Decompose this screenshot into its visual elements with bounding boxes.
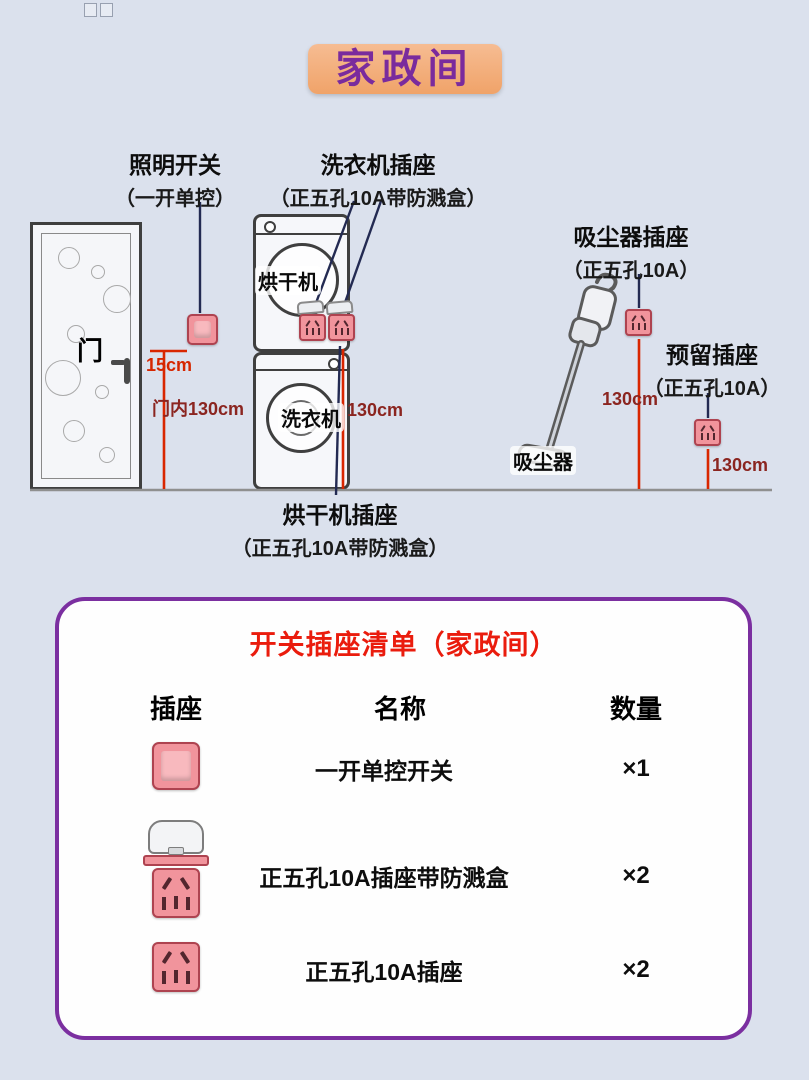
vacuum-socket-annotation: 吸尘器插座 （正五孔10A） bbox=[546, 218, 716, 283]
row-qty: ×2 bbox=[622, 862, 650, 889]
dryer-socket-annotation: 烘干机插座 （正五孔10A带防溅盒） bbox=[205, 496, 475, 561]
door-illustration: 门 bbox=[30, 222, 142, 490]
light-switch-icon bbox=[152, 742, 200, 790]
door-inner-panel bbox=[41, 233, 131, 479]
page-title: 家政间 bbox=[335, 47, 474, 91]
five-hole-socket-icon bbox=[152, 942, 200, 992]
dryer-label: 烘干机 bbox=[255, 266, 321, 295]
row-qty: ×2 bbox=[622, 956, 650, 983]
row-name: 正五孔10A插座 bbox=[305, 959, 463, 985]
annotation-subtitle: （正五孔10A带防溅盒） bbox=[269, 188, 487, 210]
socket-list-panel: 开关插座清单（家政间） 插座 名称 数量 一开单控开关 ×1 正五孔10A插座带… bbox=[55, 597, 752, 1040]
splash-cover-flap-icon bbox=[296, 299, 325, 316]
measurement-laundry-socket-height: 130cm bbox=[347, 400, 404, 420]
column-header-qty: 数量 bbox=[609, 694, 663, 724]
splash-cover-base-icon bbox=[143, 855, 209, 866]
column-header-name: 名称 bbox=[373, 694, 427, 724]
row-name: 正五孔10A插座带防溅盒 bbox=[259, 865, 509, 891]
annotation-subtitle: （正五孔10A带防溅盒） bbox=[231, 538, 449, 560]
washer-label: 洗衣机 bbox=[278, 403, 344, 432]
annotation-title: 烘干机插座 bbox=[282, 502, 398, 528]
vacuum-socket-icon bbox=[625, 309, 652, 336]
panel-title: 开关插座清单（家政间） bbox=[249, 630, 558, 660]
measurement-switch-height: 门内130cm bbox=[152, 399, 245, 419]
light-switch-icon bbox=[187, 314, 218, 345]
title-banner: 家政间 bbox=[307, 44, 502, 94]
column-header-socket: 插座 bbox=[149, 694, 203, 724]
splash-cover-flap-icon bbox=[325, 299, 354, 316]
washer-socket-icon bbox=[299, 314, 326, 341]
corner-marks bbox=[84, 3, 113, 17]
washer-socket-annotation: 洗衣机插座 （正五孔10A带防溅盒） bbox=[248, 146, 508, 211]
measurement-vacuum-socket-height: 130cm bbox=[602, 389, 659, 409]
dryer-socket-icon bbox=[328, 314, 355, 341]
measurement-reserved-socket-height: 130cm bbox=[712, 455, 769, 475]
row-name: 一开单控开关 bbox=[315, 758, 453, 784]
annotation-subtitle: （正五孔10A） bbox=[562, 260, 700, 282]
annotation-title: 预留插座 bbox=[666, 342, 758, 368]
annotation-subtitle: （正五孔10A） bbox=[643, 378, 781, 400]
annotation-title: 照明开关 bbox=[129, 152, 221, 178]
five-hole-socket-icon bbox=[152, 868, 200, 918]
lighting-switch-annotation: 照明开关 （一开单控） bbox=[95, 146, 255, 211]
reserved-socket-icon bbox=[694, 419, 721, 446]
reserved-socket-annotation: 预留插座 （正五孔10A） bbox=[630, 336, 794, 401]
annotation-subtitle: （一开单控） bbox=[115, 188, 235, 210]
splash-cover-lid-icon bbox=[148, 820, 204, 854]
door-label: 门 bbox=[77, 336, 104, 366]
measurement-switch-offset: 15cm bbox=[146, 355, 193, 375]
annotation-title: 洗衣机插座 bbox=[320, 152, 436, 178]
annotation-title: 吸尘器插座 bbox=[573, 224, 689, 250]
vacuum-label: 吸尘器 bbox=[510, 446, 576, 475]
row-qty: ×1 bbox=[622, 755, 650, 782]
door-handle-icon bbox=[111, 358, 130, 384]
